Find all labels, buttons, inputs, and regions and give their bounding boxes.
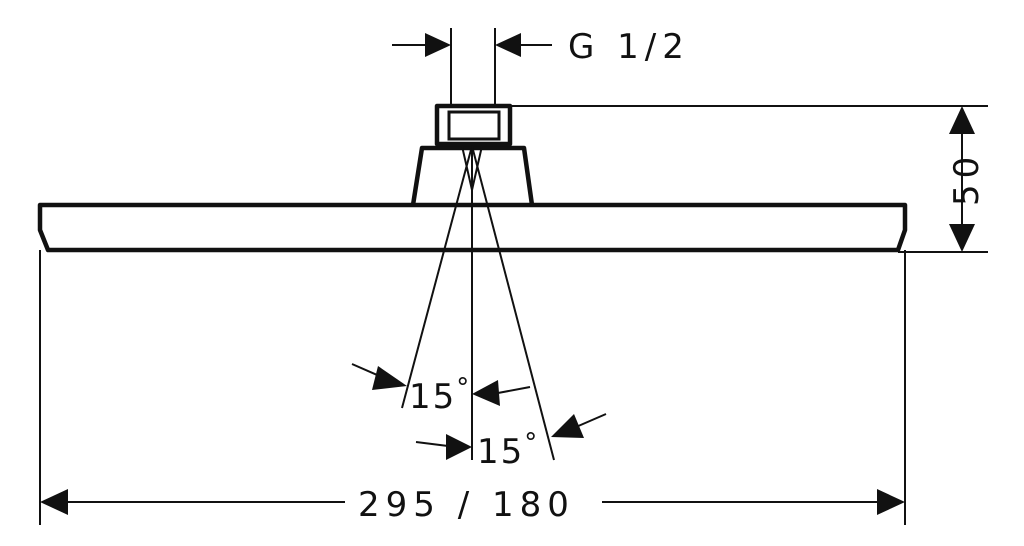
- spray-right-outer-line: [461, 145, 473, 191]
- angle-right-arrow-head: [551, 414, 584, 438]
- thread-dimension-label: G 1/2: [568, 27, 690, 67]
- width-arrow-right: [877, 489, 905, 515]
- height-dimension-label: 50: [947, 151, 987, 206]
- thread-arrow-left-head: [425, 33, 451, 57]
- angle-left-label: 15°: [409, 373, 471, 417]
- angle-left-arrow-head: [372, 366, 407, 390]
- width-dimension-label: 295 / 180: [358, 485, 575, 525]
- angle-left-inner-arrow-line: [497, 386, 531, 394]
- thread-arrow-right-head: [495, 33, 521, 57]
- spray-left-line: [401, 145, 473, 409]
- angle-right-left-arrow-line: [415, 441, 449, 447]
- height-arrow-bottom: [949, 224, 975, 252]
- shower-plate-outline: [37, 202, 908, 253]
- angle-right-label: 15°: [477, 428, 539, 472]
- angle-left-inner-arrow-head: [472, 380, 500, 406]
- height-arrow-top: [949, 106, 975, 134]
- threaded-nut: [434, 103, 513, 147]
- spray-right-aux-line: [471, 145, 483, 191]
- threaded-nut-inner: [447, 110, 501, 141]
- angle-right-left-arrow-head: [446, 434, 472, 460]
- width-arrow-left: [40, 489, 68, 515]
- angle-right-arrow-line: [575, 413, 607, 428]
- spray-right-inner-line: [471, 145, 555, 461]
